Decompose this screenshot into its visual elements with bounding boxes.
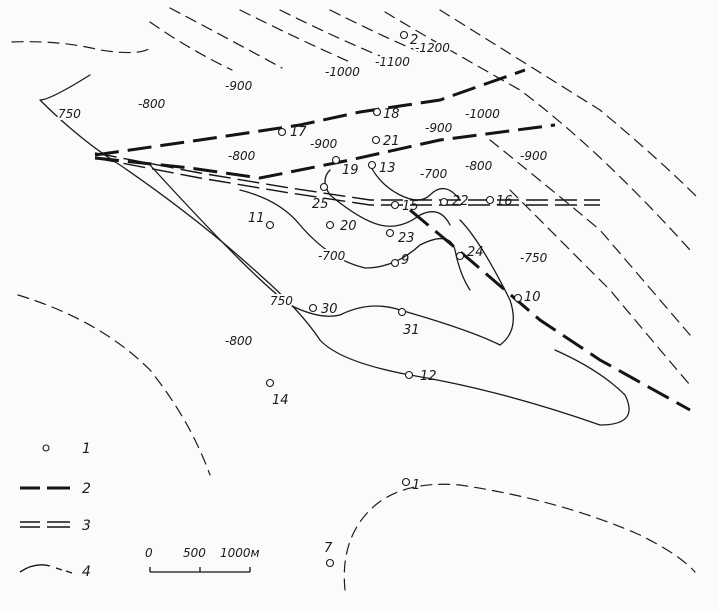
- contour-label-1100-top: -1100: [375, 55, 410, 69]
- well-15: 15: [390, 199, 419, 214]
- svg-text:1: 1: [412, 478, 420, 493]
- legend-item-contour: 4: [19, 564, 91, 580]
- scale-label-500: 500: [183, 546, 206, 560]
- contour-label-1000-right: -1000: [465, 107, 500, 121]
- well-13: 13: [367, 160, 396, 176]
- contour-700-inner: [239, 189, 471, 291]
- svg-text:25: 25: [312, 197, 329, 212]
- scale-label-1000: 1000м: [220, 546, 260, 560]
- contour-right-lower-b: [509, 189, 691, 386]
- map-legend: 1 2 3 4: [19, 441, 91, 580]
- well-9: 9: [390, 253, 409, 268]
- scale-label-0: 0: [145, 546, 153, 560]
- svg-text:18: 18: [383, 107, 400, 122]
- svg-text:19: 19: [342, 163, 359, 178]
- svg-text:7: 7: [324, 541, 333, 556]
- legend-item-well: 1: [42, 441, 91, 457]
- contour-top-diag-c: [239, 9, 351, 63]
- svg-text:16: 16: [496, 194, 513, 209]
- contour-label-900-far: -900: [520, 149, 548, 163]
- well-21: 21: [371, 134, 400, 149]
- contour-label-800-mid: -800: [228, 149, 256, 163]
- contour-top-left-diag-a: [149, 21, 233, 71]
- contour-bottom-left-arc: [17, 294, 211, 476]
- well-11: 11: [248, 211, 275, 230]
- contour-label-900-mid: -900: [310, 137, 338, 151]
- contour-label-800-left: -800: [138, 97, 166, 111]
- well-14: 14: [265, 378, 289, 408]
- svg-text:10: 10: [524, 290, 541, 305]
- contour-label-700-right: -700: [420, 167, 448, 181]
- well-2: 2: [399, 30, 418, 48]
- well-12: 12: [404, 369, 437, 384]
- contour-800-left: [149, 164, 514, 346]
- well-23: 24: [455, 245, 484, 261]
- well-10: 10: [513, 290, 541, 305]
- contour-top-diag-d: [279, 9, 391, 61]
- well-7: 7: [324, 541, 335, 568]
- contour-label-750-center: 750: [270, 294, 293, 308]
- svg-text:13: 13: [379, 161, 396, 176]
- svg-text:3: 3: [82, 518, 91, 534]
- fault-line-southeast: [409, 208, 691, 412]
- well-30: 30: [308, 302, 338, 317]
- contour-label-800-right: -800: [465, 159, 493, 173]
- double-dashed-line-icon: [20, 521, 70, 528]
- svg-text:2: 2: [410, 33, 418, 48]
- well-31: 31: [397, 307, 420, 338]
- well-25: 25: [312, 182, 329, 212]
- contour-bottom-right-arc: [343, 483, 696, 591]
- contour-label-750-right: -750: [520, 251, 548, 265]
- well-20: 20: [325, 219, 357, 234]
- legend-item-double-fault: 3: [20, 518, 91, 534]
- contour-label-900-top: -900: [225, 79, 253, 93]
- contour-right-lower-a: [489, 139, 691, 336]
- fault-double-line: [94, 152, 600, 206]
- contour-label-900-right: -900: [425, 121, 453, 135]
- svg-text:17: 17: [290, 125, 307, 140]
- svg-text:14: 14: [272, 393, 289, 408]
- svg-text:22: 22: [452, 194, 469, 209]
- well-17: 17: [277, 125, 307, 140]
- contour-label-800-center: -800: [225, 334, 253, 348]
- fault-line-middle: [94, 123, 556, 180]
- contour-top-diag-e: [329, 9, 421, 53]
- svg-text:15: 15: [402, 199, 419, 214]
- legend-item-fault: 2: [20, 481, 91, 497]
- well-19: 19: [331, 155, 359, 178]
- well-circle-icon: [42, 444, 50, 452]
- contour-top-left-edge: [11, 41, 151, 54]
- svg-text:30: 30: [321, 302, 338, 317]
- contour-label-750-left: 750: [58, 107, 81, 121]
- contour-label-1200-top: -1200: [415, 41, 450, 55]
- contour-label-1000-top: -1000: [325, 65, 360, 79]
- svg-text:4: 4: [82, 564, 91, 580]
- well-22: 22: [439, 194, 469, 209]
- svg-text:31: 31: [403, 323, 420, 338]
- contour-right-diag-g: [439, 9, 701, 201]
- svg-text:24: 24: [467, 245, 484, 260]
- svg-text:9: 9: [401, 253, 409, 268]
- svg-text:12: 12: [420, 369, 437, 384]
- well-24: 23: [385, 228, 415, 246]
- contour-line-icon: [19, 564, 73, 574]
- svg-text:21: 21: [383, 134, 400, 149]
- scale-bar: 0 500 1000м: [145, 546, 260, 573]
- svg-text:20: 20: [340, 219, 357, 234]
- contour-750-outer: [39, 74, 630, 426]
- svg-text:23: 23: [398, 231, 415, 246]
- contour-top-left-diag-b: [169, 7, 283, 69]
- well-18: 18: [372, 107, 400, 122]
- svg-text:11: 11: [248, 211, 265, 226]
- contour-top-right-diag-f: [384, 11, 691, 251]
- fault-line-upper: [94, 68, 526, 157]
- svg-text:1: 1: [82, 441, 91, 457]
- svg-text:2: 2: [82, 481, 91, 497]
- well-16: 16: [485, 194, 513, 209]
- contour-label-700-center: -700: [318, 249, 346, 263]
- well-1: 1: [401, 477, 420, 493]
